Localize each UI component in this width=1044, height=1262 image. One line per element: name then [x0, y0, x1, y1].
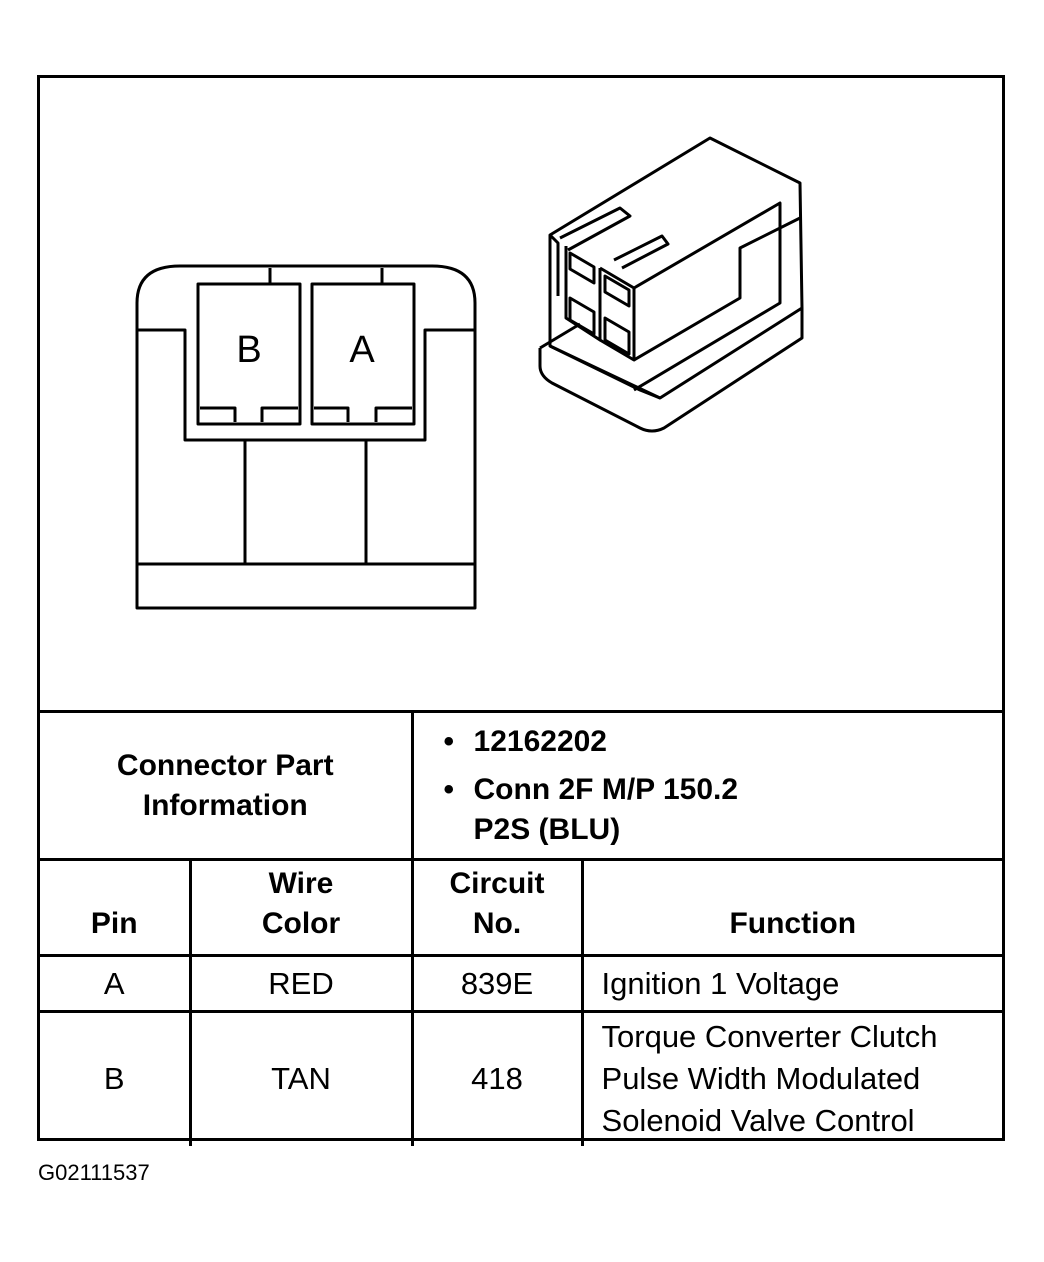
bullet-icon: •	[443, 724, 455, 758]
figure-id: G02111537	[38, 1160, 150, 1185]
part-info-header: Connector Part Information	[40, 710, 414, 861]
col-header-line: Circuit	[449, 867, 545, 900]
function-line: Pulse Width Modulated	[601, 1061, 921, 1097]
part-info-row: Connector Part Information • 12162202 • …	[40, 710, 1003, 861]
circuit-cell: 418	[410, 1010, 584, 1146]
part-number: 12162202	[473, 724, 607, 758]
cavity-label-b: B	[236, 329, 261, 371]
col-header-pin: Pin	[40, 858, 192, 957]
diagram-frame: B A Connector Part Information • 1216220…	[37, 75, 1005, 1146]
connector-desc-line: P2S (BLU)	[473, 812, 621, 846]
pin-cell: B	[40, 1010, 192, 1146]
col-header-pin-text: Pin	[90, 907, 138, 940]
col-header-line: Color	[261, 907, 341, 940]
function-cell: Torque Converter Clutch Pulse Width Modu…	[580, 1010, 1003, 1146]
part-number-item: • 12162202	[444, 722, 1003, 762]
connector-info-table: Connector Part Information • 12162202 • …	[40, 710, 1003, 1146]
column-header-row: Pin Wire Color Circuit No. Function	[40, 858, 1003, 957]
col-header-wire-color: Wire Color	[188, 858, 414, 957]
part-info-values: • 12162202 • Conn 2F M/P 150.2 P2S (BLU)	[410, 710, 1003, 861]
col-header-function: Function	[580, 858, 1003, 957]
function-line: Ignition 1 Voltage	[601, 965, 840, 1001]
function-line: Solenoid Valve Control	[601, 1103, 915, 1139]
table-row: B TAN 418 Torque Converter Clutch Pulse …	[40, 1010, 1003, 1146]
table-row: A RED 839E Ignition 1 Voltage	[40, 954, 1003, 1013]
part-info-header-line: Information	[142, 788, 308, 822]
connector-isometric-view	[538, 136, 804, 433]
connector-desc-item: • Conn 2F M/P 150.2 P2S (BLU)	[444, 770, 1003, 850]
connector-desc-line: Conn 2F M/P 150.2	[473, 772, 739, 806]
col-header-line: No.	[472, 907, 522, 940]
col-header-line: Wire	[268, 867, 334, 900]
connector-face-view	[135, 264, 477, 610]
function-cell: Ignition 1 Voltage	[580, 954, 1003, 1013]
connector-drawing: B A	[135, 136, 804, 610]
col-header-circuit-no: Circuit No.	[410, 858, 584, 957]
col-header-function-text: Function	[729, 907, 857, 940]
bullet-icon: •	[443, 772, 455, 806]
wire-color-cell: RED	[188, 954, 414, 1013]
cavity-label-a: A	[349, 329, 375, 371]
pin-cell: A	[40, 954, 192, 1013]
circuit-cell: 839E	[410, 954, 584, 1013]
function-line: Torque Converter Clutch	[601, 1019, 938, 1055]
part-info-header-line: Connector Part	[116, 748, 334, 782]
wire-color-cell: TAN	[188, 1010, 414, 1146]
